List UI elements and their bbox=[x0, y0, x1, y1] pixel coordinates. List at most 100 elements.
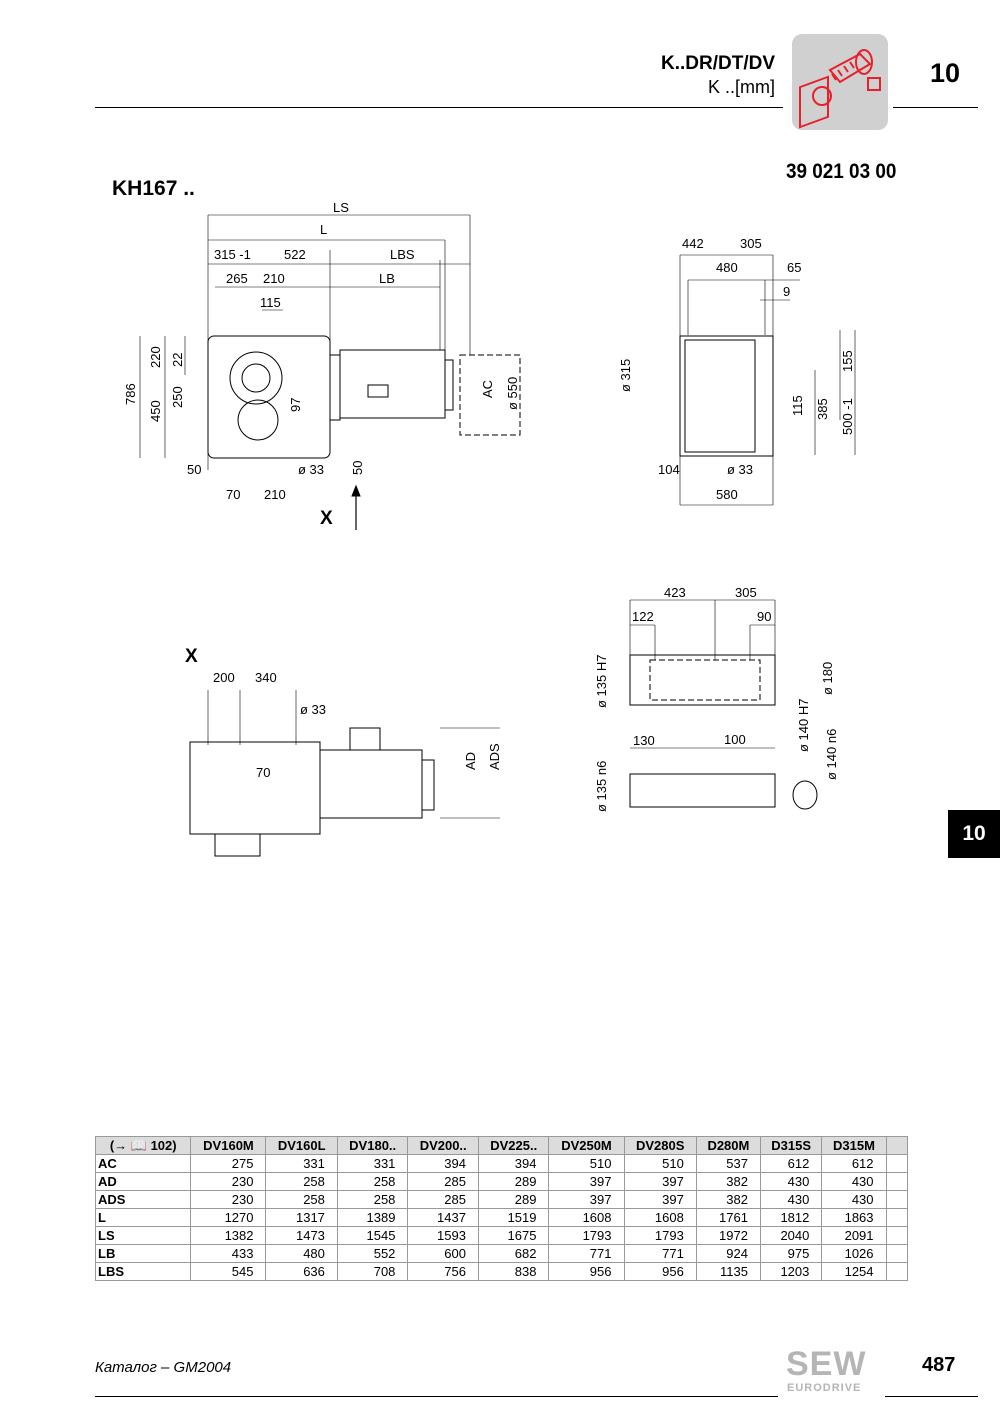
table-cell: 394 bbox=[407, 1154, 479, 1173]
dim-label: 423 bbox=[664, 585, 686, 600]
table-cell: 1793 bbox=[548, 1226, 625, 1245]
catalog-label: Каталог – GM2004 bbox=[95, 1359, 232, 1376]
dim-label: 70 bbox=[256, 765, 270, 780]
table-cell: 975 bbox=[759, 1244, 823, 1263]
column-header: DV250M bbox=[548, 1136, 625, 1155]
column-header: DV180.. bbox=[336, 1136, 409, 1155]
dim-label: 315 -1 bbox=[214, 247, 251, 262]
table-cell: 1608 bbox=[623, 1208, 697, 1227]
dim-label: 265 bbox=[226, 271, 248, 286]
dim-label: LBS bbox=[390, 247, 415, 262]
dim-label: 50 bbox=[350, 461, 365, 475]
table-cell: 600 bbox=[407, 1244, 479, 1263]
dim-label: 385 bbox=[815, 398, 830, 420]
table-cell: 433 bbox=[190, 1244, 267, 1263]
table-cell: 285 bbox=[407, 1172, 479, 1191]
table-cell: 397 bbox=[548, 1190, 625, 1209]
table-cell: 956 bbox=[623, 1262, 697, 1281]
dim-label: 305 bbox=[740, 236, 762, 251]
dim-label: 210 bbox=[263, 271, 285, 286]
table-cell: 397 bbox=[548, 1172, 625, 1191]
dim-label: 100 bbox=[724, 732, 746, 747]
table-cell: 430 bbox=[821, 1172, 887, 1191]
table-cell: 510 bbox=[623, 1154, 697, 1173]
chapter-number: 10 bbox=[930, 58, 961, 88]
view-x-title: X bbox=[185, 646, 198, 667]
table-cell: 1812 bbox=[759, 1208, 823, 1227]
table-cell: 1203 bbox=[759, 1262, 823, 1281]
dim-label: 104 bbox=[658, 462, 680, 477]
dim-label: ø 33 bbox=[298, 462, 324, 477]
table-cell: 1761 bbox=[695, 1208, 761, 1227]
table-cell: 1389 bbox=[336, 1208, 409, 1227]
dim-label: ø 140 H7 bbox=[796, 699, 811, 752]
page-number: 487 bbox=[922, 1354, 956, 1376]
row-label: L bbox=[94, 1208, 192, 1227]
chapter-tab[interactable]: 10 bbox=[948, 810, 1000, 858]
column-header: D315M bbox=[821, 1136, 887, 1155]
table-cell: 537 bbox=[695, 1154, 761, 1173]
table-cell: 756 bbox=[407, 1262, 479, 1281]
column-header: D315S bbox=[759, 1136, 823, 1155]
empty-cell bbox=[885, 1244, 909, 1263]
dim-label: ø 135 n6 bbox=[594, 761, 609, 812]
table-cell: 397 bbox=[623, 1190, 697, 1209]
empty-column bbox=[885, 1136, 909, 1155]
dim-label: 450 bbox=[148, 400, 163, 422]
dim-label: 97 bbox=[288, 398, 303, 412]
header-rule-right bbox=[893, 107, 978, 108]
empty-cell bbox=[885, 1154, 909, 1173]
dim-label: ø 180 bbox=[820, 662, 835, 695]
dim-label: LS bbox=[333, 200, 349, 215]
dim-label: 500 -1 bbox=[840, 398, 855, 435]
dim-label: 155 bbox=[840, 350, 855, 372]
table-cell: 382 bbox=[695, 1190, 761, 1209]
table-cell: 230 bbox=[190, 1190, 267, 1209]
table-cell: 258 bbox=[265, 1190, 338, 1209]
table-cell: 285 bbox=[407, 1190, 479, 1209]
dim-label: 580 bbox=[716, 487, 738, 502]
table-cell: 1437 bbox=[407, 1208, 479, 1227]
column-header: DV225.. bbox=[477, 1136, 550, 1155]
table-cell: 2091 bbox=[821, 1226, 887, 1245]
dim-label: 65 bbox=[787, 260, 801, 275]
table-cell: 708 bbox=[336, 1262, 409, 1281]
dim-label: AD bbox=[463, 752, 478, 770]
table-cell: 258 bbox=[336, 1172, 409, 1191]
gearmotor-icon bbox=[792, 34, 888, 130]
table-cell: 289 bbox=[477, 1172, 550, 1191]
dim-label: ø 135 H7 bbox=[594, 655, 609, 708]
dim-label: 340 bbox=[255, 670, 277, 685]
table-cell: 636 bbox=[265, 1262, 338, 1281]
row-label: LB bbox=[94, 1244, 192, 1263]
dim-label: 122 bbox=[632, 609, 654, 624]
sew-logo: SEW bbox=[786, 1345, 867, 1383]
dim-label: L bbox=[320, 222, 327, 237]
table-cell: 682 bbox=[477, 1244, 550, 1263]
footer-rule bbox=[95, 1396, 778, 1397]
table-cell: 1608 bbox=[548, 1208, 625, 1227]
table-cell: 1545 bbox=[336, 1226, 409, 1245]
table-cell: 612 bbox=[759, 1154, 823, 1173]
table-cell: 1135 bbox=[695, 1262, 761, 1281]
table-cell: 397 bbox=[623, 1172, 697, 1191]
dim-label: AC bbox=[480, 380, 495, 398]
table-cell: 430 bbox=[759, 1190, 823, 1209]
side-view-drawing bbox=[679, 254, 856, 506]
table-cell: 430 bbox=[759, 1172, 823, 1191]
dim-label: 70 bbox=[226, 487, 240, 502]
view-x-drawing bbox=[189, 690, 500, 857]
empty-cell bbox=[885, 1172, 909, 1191]
table-cell: 1519 bbox=[477, 1208, 550, 1227]
table-cell: 2040 bbox=[759, 1226, 823, 1245]
dim-label: 9 bbox=[783, 284, 790, 299]
dim-label: 22 bbox=[170, 353, 185, 367]
table-cell: 1270 bbox=[190, 1208, 267, 1227]
